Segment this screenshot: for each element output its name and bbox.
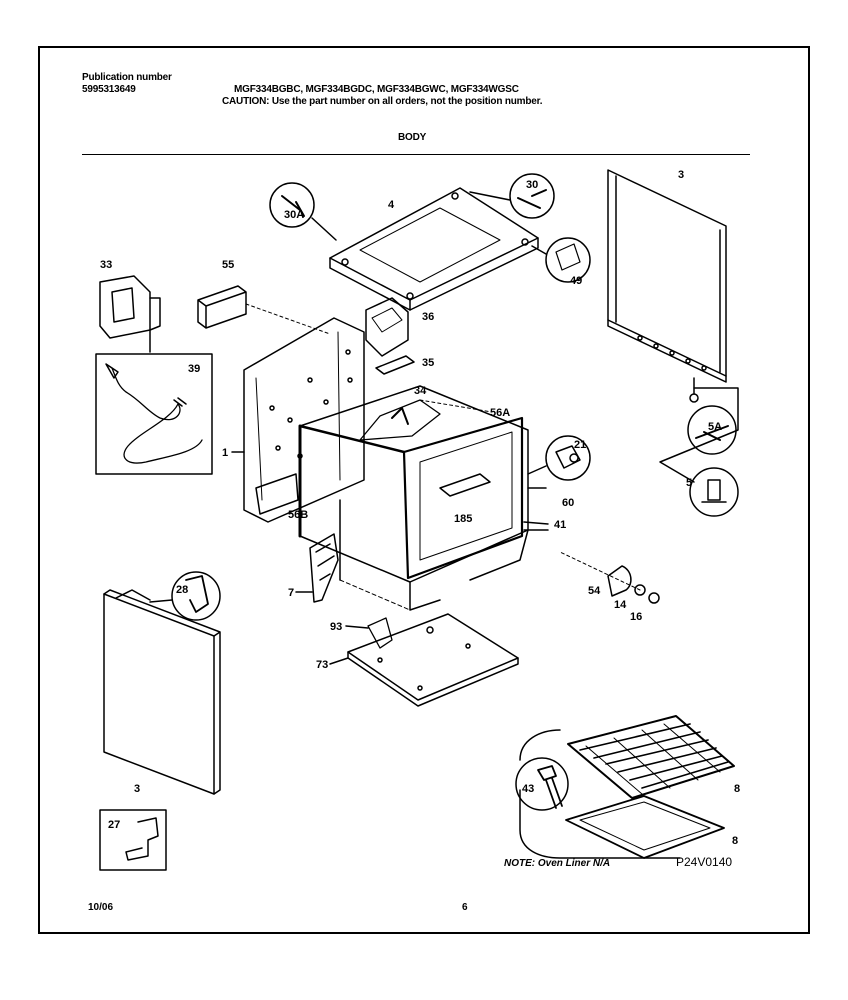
part-label-93: 93 [330, 621, 342, 633]
part-label-3-bottom: 3 [134, 783, 140, 795]
part-label-5: 5 [686, 477, 692, 489]
callout-5a-circle [687, 405, 737, 455]
part-label-43: 43 [522, 783, 534, 795]
part-label-185: 185 [454, 513, 472, 525]
part-label-30a: 30A [284, 209, 304, 221]
part-label-28: 28 [176, 584, 188, 596]
part-label-73: 73 [316, 659, 328, 671]
callout-43-circle [515, 757, 569, 811]
callout-28-circle [171, 571, 221, 621]
part-label-4: 4 [388, 199, 395, 211]
part-label-55: 55 [222, 259, 234, 271]
oven-rack-drawing [567, 715, 735, 799]
model-numbers: MGF334BGBC, MGF334BGDC, MGF334BGWC, MGF3… [234, 84, 519, 95]
part-label-16: 16 [630, 611, 642, 623]
part-label-34: 34 [414, 385, 427, 397]
bottom-tray-drawing [347, 613, 519, 707]
part-label-7: 7 [288, 587, 294, 599]
callout-21-circle [545, 435, 591, 481]
top-panel-drawing [329, 187, 539, 311]
part-label-8-rack: 8 [734, 783, 740, 795]
page-frame [38, 46, 810, 934]
part-27-box [99, 809, 167, 871]
part-label-5a: 5A [708, 421, 722, 433]
part-label-35: 35 [422, 357, 434, 369]
publication-label: Publication number [82, 72, 172, 83]
part-label-56b: 56B [288, 509, 308, 521]
footer-date: 10/06 [88, 902, 114, 913]
part-label-36: 36 [422, 311, 434, 323]
oven-liner-note: NOTE: Oven Liner N/A [504, 858, 610, 869]
callout-30a-circle [269, 182, 315, 228]
oven-cavity-drawing [298, 385, 529, 611]
callout-30-circle [509, 173, 555, 219]
callout-5-circle [689, 467, 739, 517]
part-label-14: 14 [614, 599, 627, 611]
side-panel-drawing [103, 589, 221, 795]
diagram-code: P24V0140 [676, 855, 732, 869]
part-label-3-top: 3 [678, 169, 684, 181]
part-label-33: 33 [100, 259, 112, 271]
part-label-41: 41 [554, 519, 566, 531]
part-label-60: 60 [562, 497, 574, 509]
control-box-drawing [99, 275, 161, 339]
publication-number: 5995313649 [82, 84, 136, 95]
back-panel-drawing [607, 169, 727, 383]
header-rule [82, 154, 750, 155]
part-label-56a: 56A [490, 407, 510, 419]
part-label-54: 54 [588, 585, 601, 597]
part-label-39: 39 [188, 363, 200, 375]
part-label-30: 30 [526, 179, 538, 191]
part-label-27: 27 [108, 819, 120, 831]
section-title: BODY [398, 132, 427, 143]
caution-text: CAUTION: Use the part number on all orde… [222, 96, 543, 107]
part-label-1: 1 [222, 447, 228, 459]
power-cord-box [95, 353, 213, 475]
frame-panel-drawing [243, 317, 365, 523]
footer-page-number: 6 [462, 902, 468, 913]
part-label-8-pan: 8 [732, 835, 738, 847]
callout-49-circle [545, 237, 591, 283]
part-label-49: 49 [570, 275, 582, 287]
part-label-21: 21 [574, 439, 586, 451]
